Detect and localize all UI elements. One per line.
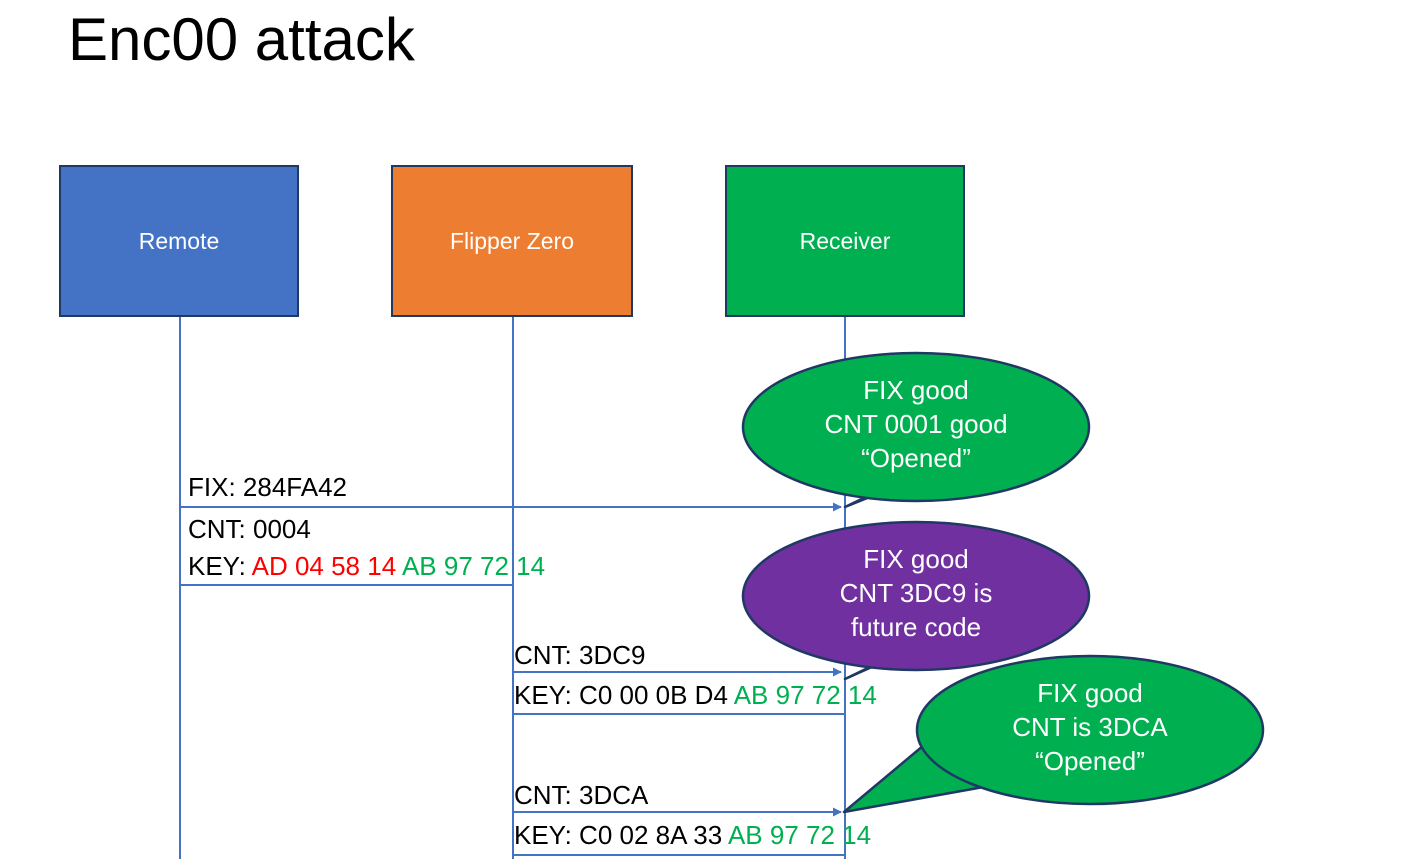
actor-label-receiver: Receiver <box>799 227 891 254</box>
callout-1-body <box>741 351 1091 503</box>
message-1-key-label: KEY: AD 04 58 14 AB 97 72 14 <box>188 549 545 583</box>
message-1-key-second-half: AB 97 72 14 <box>396 551 546 581</box>
actor-box-flipper[interactable]: Flipper Zero <box>391 165 633 317</box>
message-3-key-second-half: AB 97 72 14 <box>722 820 872 850</box>
actor-box-receiver[interactable]: Receiver <box>725 165 965 317</box>
callout-2-body <box>741 520 1091 672</box>
callout-3-body <box>915 654 1265 806</box>
message-1-cnt-label: CNT: 0004 <box>188 514 311 544</box>
message-2-key-label: KEY: C0 00 0B D4 AB 97 72 14 <box>514 678 877 712</box>
message-3-key-label: KEY: C0 02 8A 33 AB 97 72 14 <box>514 818 871 852</box>
callout-bubble-1: FIX good CNT 0001 good “Opened” <box>741 351 1091 509</box>
message-2-cnt-label: CNT: 3DC9 <box>514 640 646 670</box>
message-1-key-prefix: KEY: <box>188 551 252 581</box>
message-1-key-first-half: AD 04 58 14 <box>251 551 397 581</box>
callout-bubble-2: FIX good CNT 3DC9 is future code <box>741 520 1091 681</box>
page-title: Enc00 attack <box>68 6 415 73</box>
actor-label-flipper: Flipper Zero <box>450 227 574 254</box>
actor-label-remote: Remote <box>138 227 220 254</box>
message-3-key-prefix: KEY: C0 02 8A 33 <box>514 820 723 850</box>
message-2-key-prefix: KEY: C0 00 0B D4 <box>514 680 728 710</box>
message-1-fix-label: FIX: 284FA42 <box>188 472 347 502</box>
message-3-cnt-label: CNT: 3DCA <box>514 780 649 810</box>
callout-bubble-3: FIX good CNT is 3DCA “Opened” <box>842 654 1265 814</box>
message-2-key-second-half: AB 97 72 14 <box>727 680 877 710</box>
actor-box-remote[interactable]: Remote <box>59 165 299 317</box>
